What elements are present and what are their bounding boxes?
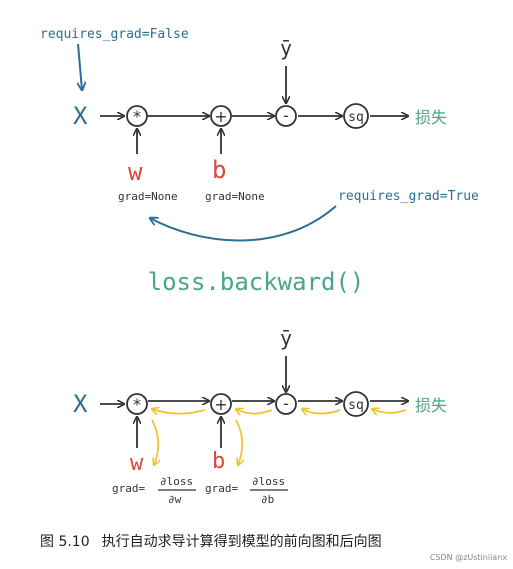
bottom-ybar-label: ȳ	[280, 326, 292, 350]
bottom-add-to-b-grad-arrow	[235, 419, 242, 465]
ybar-label: ȳ	[280, 36, 292, 60]
figure-caption-text: 执行自动求导计算得到模型的前向图和后向图	[101, 534, 382, 550]
bottom-sub-to-add-grad-arrow	[236, 409, 273, 414]
bottom-mul-symbol: *	[133, 395, 141, 414]
sq-symbol: sq	[348, 110, 364, 125]
bottom-sq-to-sub-grad-arrow	[302, 409, 341, 414]
forward-graph: requires_grad=False X * + - ȳ sq 损失 w gr…	[40, 27, 479, 242]
bottom-sub-symbol: -	[283, 394, 289, 413]
bottom-mul-to-w-grad-arrow	[151, 419, 158, 465]
grad-w-label: grad=None	[118, 190, 178, 203]
grad-b-numerator: ∂loss	[252, 475, 285, 488]
backward-graph: ȳ X * + - sq 损失 w b grad= ∂loss ∂w grad=	[73, 326, 447, 506]
bottom-sq-symbol: sq	[348, 398, 364, 413]
x-node: X	[73, 102, 88, 130]
loss-label: 损失	[415, 108, 447, 127]
b-node: b	[212, 156, 226, 184]
w-node: w	[128, 158, 143, 186]
sub-node	[275, 105, 297, 127]
bottom-sq-node	[343, 391, 369, 417]
mul-node	[126, 105, 148, 127]
bottom-loss-label: 损失	[415, 396, 447, 415]
requires-grad-true-label: requires_grad=True	[338, 189, 479, 204]
requires-grad-false-label: requires_grad=False	[40, 27, 189, 42]
bottom-add-to-mul-grad-arrow	[152, 409, 206, 414]
grad-b-label: grad=None	[205, 190, 265, 203]
bottom-add-symbol: +	[214, 395, 227, 414]
sq-node	[343, 103, 369, 129]
bottom-sub-node	[275, 393, 297, 415]
bottom-b-node: b	[212, 449, 225, 474]
sub-symbol: -	[283, 106, 289, 125]
mul-symbol: *	[133, 107, 141, 126]
grad-w-numerator: ∂loss	[160, 475, 193, 488]
grad-b-prefix: grad=	[205, 482, 238, 495]
bottom-loss-to-sq-grad-arrow	[372, 409, 407, 413]
grad-b-denominator: ∂b	[261, 493, 274, 506]
grad-w-denominator: ∂w	[168, 493, 182, 506]
grad-w-prefix: grad=	[112, 482, 145, 495]
figure-caption: 图 5.10 执行自动求导计算得到模型的前向图和后向图	[40, 531, 394, 551]
backward-call-label: loss.backward()	[148, 268, 365, 296]
add-symbol: +	[214, 107, 227, 126]
figure-number: 图 5.10	[40, 534, 90, 550]
bottom-w-node: w	[130, 451, 144, 476]
requires-grad-true-arrow	[150, 205, 337, 242]
bottom-add-node	[210, 393, 232, 415]
bottom-x-node: X	[73, 390, 88, 418]
bottom-mul-node	[126, 393, 148, 415]
requires-grad-false-arrow	[78, 43, 82, 90]
watermark: CSDN @zUstiniianx	[429, 553, 507, 562]
add-node	[210, 105, 232, 127]
